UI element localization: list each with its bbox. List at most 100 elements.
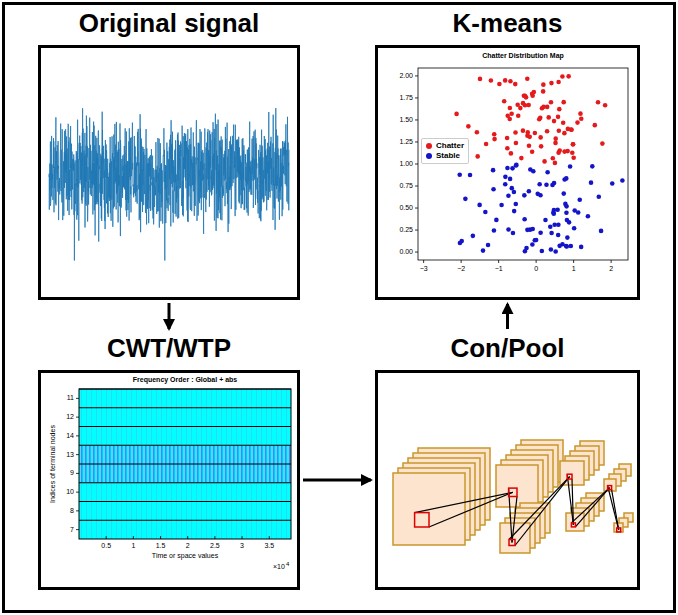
scatter-dot: [534, 238, 539, 243]
scatter-dot: [541, 105, 546, 110]
band: [79, 408, 291, 427]
scatter-dot: [548, 224, 553, 229]
scatter-dot: [459, 239, 464, 244]
axis-text: 13: [66, 451, 74, 459]
scatter-dot: [535, 192, 540, 197]
scatter-dot: [494, 218, 499, 223]
scatter-dot: [527, 189, 532, 194]
scatter-dot: [471, 234, 476, 239]
scatter-dot: [503, 182, 508, 187]
scatter-dot: [544, 182, 549, 187]
panel-heading: Con/Pool: [375, 333, 640, 363]
axis-text: 2: [609, 265, 613, 273]
axis-text: 4: [286, 560, 289, 568]
scatter-dot: [512, 209, 517, 214]
kernel-window: [509, 488, 517, 496]
scatter-dot: [569, 244, 574, 249]
scatter-dot: [505, 136, 510, 141]
scatter-dot: [505, 146, 510, 151]
axis-text: 1: [131, 542, 135, 550]
panel-illustration: [378, 48, 637, 297]
axis-text: −1: [495, 265, 503, 273]
panel-node: Con/Pool: [375, 333, 640, 590]
scatter-dot: [539, 144, 544, 149]
scatter-dot: [497, 82, 502, 87]
scatter-dot: [530, 242, 535, 247]
scatter-dot: [492, 228, 497, 233]
scatter-dot: [569, 127, 574, 132]
kernel-line: [575, 488, 609, 527]
panel-heading: K-means: [375, 8, 640, 38]
scatter-dot: [553, 161, 558, 166]
scatter-dot: [577, 197, 582, 202]
scatter-dot: [533, 131, 538, 136]
tick: [415, 119, 418, 120]
axis-text: 1.00: [399, 160, 413, 168]
scatter-dot: [599, 229, 604, 234]
feature-map: [393, 473, 465, 545]
scatter-dot: [552, 181, 557, 186]
axis-text: Frequency Order : Global + abs: [133, 376, 237, 384]
scatter-dot: [576, 210, 581, 215]
tick: [242, 536, 243, 539]
scatter-dot: [549, 100, 554, 105]
scatter-dot: [521, 101, 526, 106]
axis-text: −3: [420, 265, 428, 273]
scatter-dot: [620, 178, 625, 183]
axis-text: 10: [66, 488, 74, 496]
scatter-dot: [538, 135, 543, 140]
scatter-dot: [568, 164, 573, 169]
tick: [187, 536, 188, 539]
axis-text: 8: [70, 507, 74, 515]
scatter-dot: [513, 202, 518, 207]
axis-text: Chatter Distribution Map: [482, 52, 564, 60]
scatter-dot: [557, 128, 562, 133]
axis-text: ×10: [273, 563, 285, 571]
scatter-dot: [522, 217, 527, 222]
tick: [461, 260, 462, 263]
axis-text: 3: [240, 542, 244, 550]
axis-text: −2: [457, 265, 465, 273]
scatter-dot: [561, 191, 566, 196]
scatter-dot: [557, 244, 562, 249]
scatter-dot: [561, 100, 566, 105]
scatter-dot: [578, 111, 583, 116]
scatter-dot: [557, 148, 562, 153]
scatter-dot: [531, 169, 536, 174]
scatter-dot: [579, 116, 584, 121]
scatter-dot: [564, 210, 569, 215]
kernel-line: [515, 477, 570, 546]
scatter-dot: [556, 115, 561, 120]
scatter-dot: [546, 115, 551, 120]
panel-heading: Original signal: [38, 8, 300, 38]
tick: [214, 536, 215, 539]
scatter-dot: [505, 166, 510, 171]
scatter-dot: [560, 74, 565, 79]
scatter-dot: [549, 247, 554, 252]
scatter-dot: [542, 159, 547, 164]
plot-box: [79, 389, 291, 539]
band-divider: [79, 426, 291, 427]
scatter-dot: [514, 141, 519, 146]
scatter-dot: [540, 249, 545, 254]
scatter-dot: [506, 227, 511, 232]
scatter-dot: [518, 106, 523, 111]
scatter-dot: [492, 137, 497, 142]
scatter-dot: [541, 82, 546, 87]
axis-text: 14: [66, 432, 74, 440]
axis-text: 1: [572, 265, 576, 273]
scatter-dot: [508, 79, 513, 84]
kernel-window: [567, 474, 572, 479]
scatter-dot: [525, 130, 530, 135]
scatter-dot: [603, 103, 608, 108]
tick: [415, 164, 418, 165]
panel-node: CWT/WTP1112141391087Frequency Order : Gl…: [38, 333, 300, 590]
scatter-dot: [519, 156, 524, 161]
flow-arrow: [506, 304, 509, 329]
scatter-dot: [484, 142, 489, 147]
feature-map: [500, 523, 530, 553]
scatter-dot: [477, 203, 482, 208]
scatter-dot: [538, 230, 543, 235]
scatter-dot: [553, 249, 558, 254]
kernel-window: [415, 513, 429, 527]
